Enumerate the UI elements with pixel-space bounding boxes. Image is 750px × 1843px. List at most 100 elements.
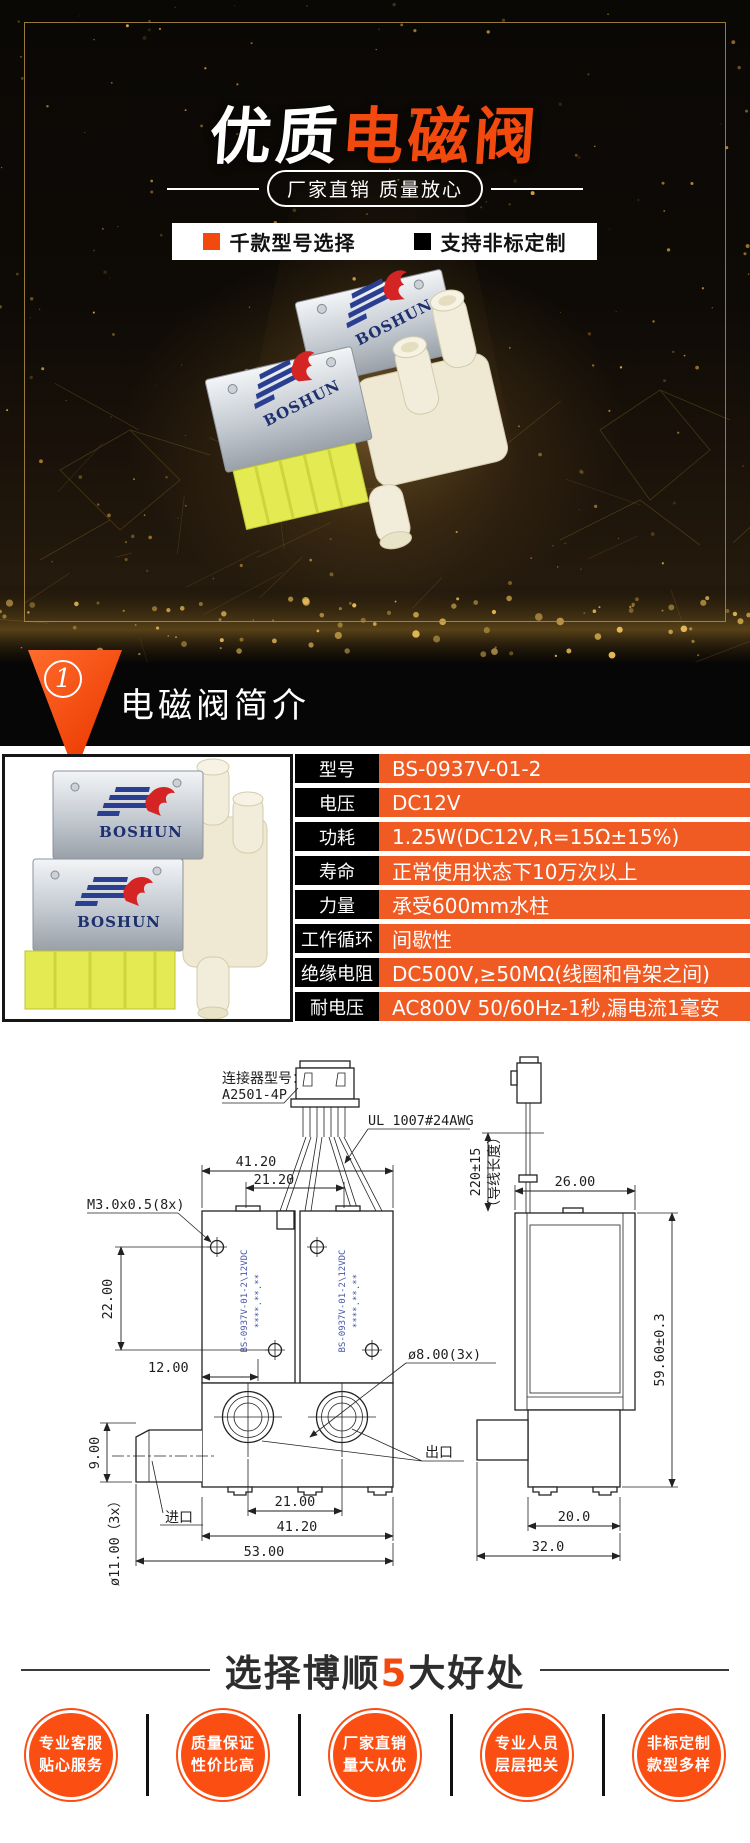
spec-value: 1.25W(DC12V,R=15Ω±15%) bbox=[379, 822, 750, 851]
coil-marking-2b: ****.**.** bbox=[352, 1274, 362, 1328]
dim-top-inner: 21.20 bbox=[254, 1172, 295, 1188]
spec-label: 型号 bbox=[295, 754, 379, 783]
heading-suffix: 大好处 bbox=[408, 1652, 526, 1695]
side-view: 220±15 （导线长度） 26.00 59.60±0.3 20.0 32.0 bbox=[468, 1056, 678, 1561]
screw bbox=[326, 357, 337, 368]
feature-label-1: 千款型号选择 bbox=[229, 231, 356, 255]
spec-row: 功耗 1.25W(DC12V,R=15Ω±15%) bbox=[295, 822, 750, 851]
spec-row: 绝缘电阻 DC500V,≥50MΩ(线圈和骨架之间) bbox=[295, 958, 750, 987]
feature-bar: 千款型号选择 支持非标定制 bbox=[172, 223, 597, 260]
dim-side-bottom-inner: 20.0 bbox=[558, 1509, 591, 1525]
spec-value: 承受600mm水柱 bbox=[379, 890, 750, 919]
spec-value: 间歇性 bbox=[379, 924, 750, 953]
section-title: 电磁阀简介 bbox=[120, 686, 310, 726]
benefit-badges: 专业客服 贴心服务 质量保证 性价比高 厂家直销 量大从优 专业人员 层层把关 bbox=[0, 1708, 750, 1802]
spec-label: 耐电压 bbox=[295, 992, 379, 1021]
spec-label: 功耗 bbox=[295, 822, 379, 851]
spec-row: 电压 DC12V bbox=[295, 788, 750, 817]
dim-wire-length: 220±15 bbox=[468, 1148, 484, 1197]
dim-side-bottom-width: 32.0 bbox=[532, 1539, 565, 1555]
dim-bottom-width: 41.20 bbox=[277, 1519, 318, 1535]
spec-label: 绝缘电阻 bbox=[295, 958, 379, 987]
coil-marking-2a: BS-0937V-01-2\12VDC bbox=[338, 1250, 348, 1353]
spec-row: 耐电压 AC800V 50/60Hz-1秒,漏电流1毫安 bbox=[295, 992, 750, 1021]
screw bbox=[70, 782, 80, 792]
screw bbox=[227, 384, 238, 395]
benefits-heading-text: 选择博顺5大好处 bbox=[225, 1643, 526, 1697]
spec-product-photo bbox=[2, 754, 293, 1022]
badge-divider bbox=[449, 1714, 453, 1796]
spec-value: BS-0937V-01-2 bbox=[379, 754, 750, 783]
heading-line-right bbox=[540, 1669, 729, 1671]
screw bbox=[413, 279, 424, 290]
hero-title-orange: 电磁阀 bbox=[339, 100, 543, 173]
spec-row: 力量 承受600mm水柱 bbox=[295, 890, 750, 919]
wire-length-note: （导线长度） bbox=[487, 1130, 503, 1214]
benefit-badge-1: 专业客服 贴心服务 bbox=[24, 1708, 118, 1802]
spec-value: AC800V 50/60Hz-1秒,漏电流1毫安 bbox=[379, 992, 750, 1021]
inlet-dia-note: ø11.00（3x） bbox=[107, 1494, 123, 1586]
spec-value: 正常使用状态下10万次以上 bbox=[379, 856, 750, 885]
spec-label: 工作循环 bbox=[295, 924, 379, 953]
inlet-label: 进口 bbox=[165, 1510, 193, 1526]
spec-label: 寿命 bbox=[295, 856, 379, 885]
feature-label-2: 支持非标定制 bbox=[440, 231, 567, 255]
subtitle-dash-left bbox=[166, 187, 259, 190]
outlet-dia-note: ø8.00(3x) bbox=[408, 1347, 481, 1363]
section-intro-band bbox=[0, 662, 750, 746]
heading-number: 5 bbox=[380, 1652, 409, 1695]
coil-marking-1a: BS-0937V-01-2\12VDC bbox=[240, 1250, 250, 1353]
badge-line2: 贴心服务 bbox=[38, 1756, 103, 1774]
benefits-heading: 选择博顺5大好处 bbox=[0, 1643, 750, 1697]
valve-coil bbox=[232, 442, 369, 531]
badge-line2: 款型多样 bbox=[646, 1756, 711, 1774]
badge-line2: 性价比高 bbox=[190, 1756, 255, 1774]
screw-note: M3.0x0.5(8x) bbox=[87, 1197, 185, 1213]
front-view: 连接器型号： A2501-4P UL 1007#24AWG BS-0937V-0… bbox=[87, 1060, 496, 1586]
feature-marker-black bbox=[413, 233, 431, 250]
badge-line1: 质量保证 bbox=[190, 1734, 255, 1753]
screw bbox=[316, 303, 327, 314]
spec-label: 电压 bbox=[295, 788, 379, 817]
hero-subtitle-row: 厂家直销 质量放心 bbox=[0, 170, 750, 207]
badge-divider bbox=[297, 1714, 301, 1796]
dim-inlet-height: 9.00 bbox=[87, 1437, 103, 1470]
plexus-lines bbox=[39, 389, 731, 561]
connector-note-line2: A2501-4P bbox=[222, 1087, 287, 1103]
gold-border-frame bbox=[24, 22, 726, 622]
feature-marker-orange bbox=[202, 233, 220, 250]
section-number: 1 bbox=[44, 660, 82, 698]
screw bbox=[152, 866, 162, 876]
spec-value: DC500V,≥50MΩ(线圈和骨架之间) bbox=[379, 958, 750, 987]
dim-total-width: 53.00 bbox=[244, 1544, 285, 1560]
outlet-label: 出口 bbox=[425, 1445, 453, 1461]
subtitle-dash-right bbox=[491, 187, 584, 190]
sparkle-band-glow bbox=[0, 590, 750, 662]
benefit-badge-4: 专业人员 层层把关 bbox=[480, 1708, 574, 1802]
wire-note: UL 1007#24AWG bbox=[368, 1113, 474, 1129]
hero-banner: 优质电磁阀 厂家直销 质量放心 千款型号选择 支持非标定制 bbox=[0, 0, 750, 662]
badge-line1: 非标定制 bbox=[646, 1734, 711, 1753]
spec-row: 寿命 正常使用状态下10万次以上 bbox=[295, 856, 750, 885]
spec-row: 型号 BS-0937V-01-2 bbox=[295, 754, 750, 783]
technical-drawing: 连接器型号： A2501-4P UL 1007#24AWG BS-0937V-0… bbox=[87, 1056, 678, 1586]
screw bbox=[172, 778, 182, 788]
hero-title-white: 优质 bbox=[207, 100, 345, 173]
spec-row: 工作循环 间歇性 bbox=[295, 924, 750, 953]
spec-value: DC12V bbox=[379, 788, 750, 817]
valve-coil bbox=[24, 950, 176, 1010]
badge-line1: 专业客服 bbox=[38, 1734, 103, 1753]
badge-line2: 量大从优 bbox=[342, 1756, 407, 1774]
hero-subtitle-pill: 厂家直销 质量放心 bbox=[266, 170, 484, 207]
benefit-badge-3: 厂家直销 量大从优 bbox=[328, 1708, 422, 1802]
badge-divider bbox=[601, 1714, 605, 1796]
dim-side-height: 59.60±0.3 bbox=[652, 1313, 668, 1386]
spec-label: 力量 bbox=[295, 890, 379, 919]
connector-note-line1: 连接器型号： bbox=[222, 1070, 306, 1087]
dim-outlet-spacing: 21.00 bbox=[275, 1494, 316, 1510]
badge-divider bbox=[145, 1714, 149, 1796]
badge-line2: 层层把关 bbox=[494, 1756, 559, 1774]
dim-left-offset: 12.00 bbox=[148, 1360, 189, 1376]
heading-line-left bbox=[21, 1669, 210, 1671]
